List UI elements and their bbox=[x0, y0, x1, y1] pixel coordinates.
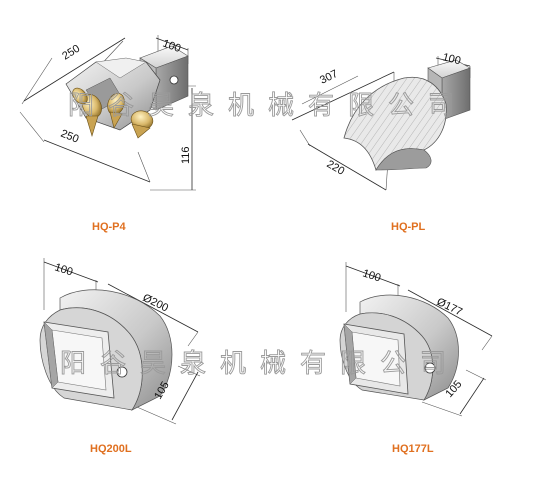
dim-line-top-250 bbox=[23, 37, 126, 102]
pick-teeth bbox=[72, 87, 154, 139]
dim-label-307: 307 bbox=[318, 68, 340, 87]
caption-hq-pl: HQ-PL bbox=[391, 221, 426, 233]
watermark-bottom: 阳谷昊泉机械有限公司 bbox=[60, 348, 460, 378]
dim-line-top-100 bbox=[155, 37, 189, 51]
dim-label-bottom-250: 250 bbox=[59, 128, 81, 146]
panel-hq-p4: 250 100 250 116 HQ-P4 bbox=[19, 35, 196, 233]
pin-hole-177 bbox=[424, 362, 436, 374]
dim-label-top-100-pl: 100 bbox=[441, 51, 462, 67]
shovel-body bbox=[343, 76, 447, 171]
dim-label-top-100: 100 bbox=[161, 38, 182, 56]
dim-line-d200 bbox=[107, 283, 199, 333]
dim-line-220 bbox=[307, 143, 387, 191]
dim-line-d177 bbox=[407, 289, 493, 337]
dim-label-100-200l: 100 bbox=[53, 261, 74, 278]
pin-hole bbox=[169, 75, 179, 85]
caption-hq-p4: HQ-P4 bbox=[92, 221, 127, 233]
caption-hq200l: HQ200L bbox=[90, 443, 132, 455]
dim-line-105-200l bbox=[171, 371, 199, 421]
dim-line-105-177l bbox=[459, 377, 485, 415]
dim-label-100-177l: 100 bbox=[361, 267, 382, 284]
caption-hq177l: HQ177L bbox=[392, 443, 434, 455]
watermark-top: 阳谷昊泉机械有限公司 bbox=[68, 90, 468, 120]
panel-hq200l: 100 Ø200 105 HQ200L bbox=[39, 258, 201, 455]
dim-label-top-250: 250 bbox=[60, 43, 82, 63]
dim-line-100-177l bbox=[345, 265, 401, 287]
dim-line-307 bbox=[291, 71, 395, 121]
dim-label-220: 220 bbox=[325, 158, 347, 178]
pin-hole-200 bbox=[116, 366, 128, 378]
dim-label-116: 116 bbox=[180, 146, 192, 164]
panel-hq-pl: 307 100 220 HQ-PL bbox=[291, 51, 471, 233]
dim-line-100-200l bbox=[43, 261, 99, 283]
dim-line-bottom-250 bbox=[43, 139, 151, 183]
